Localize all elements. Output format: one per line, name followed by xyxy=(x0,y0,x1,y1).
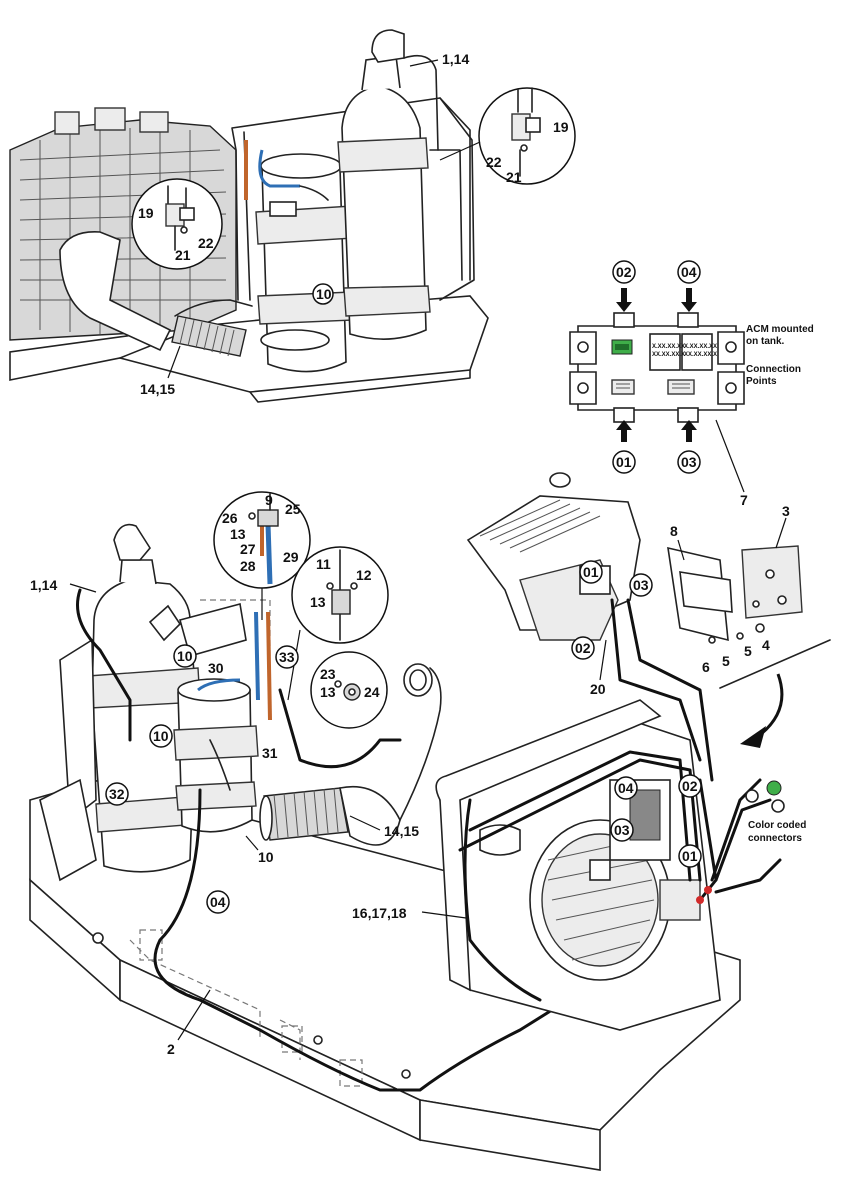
callout-10-b: 10 xyxy=(153,728,169,744)
callout-10-top: 10 xyxy=(316,286,332,302)
separator-line xyxy=(719,639,831,689)
callout-20: 20 xyxy=(590,681,606,697)
callout-10-a: 10 xyxy=(177,648,193,664)
callout-13a: 13 xyxy=(230,526,246,542)
acm-label-4: XX.XX.XX.X xyxy=(684,352,717,358)
housing-port-01: 01 xyxy=(682,848,698,864)
callout-16-17-18: 16,17,18 xyxy=(352,905,407,921)
housing-port-02: 02 xyxy=(682,778,698,794)
callout-32: 32 xyxy=(109,786,125,802)
top-view-callouts: 1,14 19 22 21 19 21 22 10 14,15 xyxy=(138,51,569,397)
callout-31: 31 xyxy=(262,745,278,761)
callout-6: 6 xyxy=(702,659,710,675)
callout-19-right: 19 xyxy=(553,119,569,135)
callout-11: 11 xyxy=(316,556,331,572)
acm-note-line-3: Connection xyxy=(746,364,801,375)
bracket-port-02: 02 xyxy=(575,640,591,656)
callout-27: 27 xyxy=(240,541,256,557)
callout-4: 4 xyxy=(762,637,770,653)
callout-33: 33 xyxy=(279,649,295,665)
callout-04-bottom: 04 xyxy=(210,894,226,910)
callout-24: 24 xyxy=(364,684,380,700)
callout-1-14-bottom: 1,14 xyxy=(30,577,57,593)
callout-22-left: 22 xyxy=(198,235,214,251)
callout-21-right: 21 xyxy=(506,169,522,185)
callout-21-left: 21 xyxy=(175,247,191,263)
acm-note-line-4: Points xyxy=(746,376,777,387)
callout-25: 25 xyxy=(285,501,301,517)
acm-label-1: X.XX.XX.XX xyxy=(652,344,685,350)
bracket-port-01: 01 xyxy=(583,564,599,580)
bottom-dpf-tank xyxy=(173,599,271,833)
callout-19-left: 19 xyxy=(138,205,154,221)
callout-9: 9 xyxy=(265,492,273,508)
bottom-chassis xyxy=(29,779,741,1171)
bottom-radiator-housing xyxy=(435,699,721,1031)
acm-port-04: 04 xyxy=(681,264,697,280)
callout-22-right: 22 xyxy=(486,154,502,170)
callout-26: 26 xyxy=(222,510,238,526)
zoom-circle-top-left xyxy=(131,178,223,270)
callout-2: 2 xyxy=(167,1041,175,1057)
zoom-circle-11-12 xyxy=(291,546,389,644)
callout-7: 7 xyxy=(740,492,748,508)
direction-arrow xyxy=(755,673,784,740)
acm-label-2: XX.XX.XX.X xyxy=(652,352,685,358)
acm-label-3: X.XX.XX.XX xyxy=(684,344,717,350)
zoom-circle-23-24 xyxy=(310,651,388,729)
acm-port-03: 03 xyxy=(681,454,697,470)
color-coded-note-2: connectors xyxy=(748,833,802,844)
callout-30: 30 xyxy=(208,660,224,676)
callout-13b: 13 xyxy=(310,594,326,610)
callout-3: 3 xyxy=(782,503,790,519)
acm-port-02: 02 xyxy=(616,264,632,280)
bottom-tall-tank xyxy=(39,523,201,882)
bottom-callouts: 1,14 9 25 26 13 27 28 29 11 12 13 33 2 3 … xyxy=(30,492,806,1057)
callout-10-c: 10 xyxy=(258,849,274,865)
callout-29: 29 xyxy=(283,549,299,565)
housing-port-03: 03 xyxy=(614,822,630,838)
callout-14-15-bottom: 14,15 xyxy=(384,823,419,839)
zoom-circle-9-25 xyxy=(213,491,311,589)
top-engine-assembly xyxy=(9,29,489,403)
callout-5a: 5 xyxy=(744,643,752,659)
zoom-circle-top-right xyxy=(478,87,576,185)
acm-note-line-2: on tank. xyxy=(746,336,785,347)
bracket-callouts: 3 8 4 5 5 6 01 03 02 20 xyxy=(571,503,790,697)
acm-note-line-1: ACM mounted xyxy=(746,324,814,335)
callout-1-14: 1,14 xyxy=(442,51,469,67)
callout-12: 12 xyxy=(356,567,372,583)
engine-detail-lines xyxy=(19,107,227,334)
acm-port-01: 01 xyxy=(616,454,632,470)
bottom-flex-pipe xyxy=(259,663,442,846)
acm-module: X.XX.XX.XX XX.XX.XX.X X.XX.XX.XX XX.XX.X… xyxy=(569,312,745,423)
housing-port-04: 04 xyxy=(618,780,634,796)
callout-14-15-top: 14,15 xyxy=(140,381,175,397)
bracket-port-03: 03 xyxy=(633,577,649,593)
bracket-manifold-assembly xyxy=(466,472,803,782)
callout-23: 23 xyxy=(320,666,336,682)
color-coded-note-1: Color coded xyxy=(748,820,806,831)
callout-13c: 13 xyxy=(320,684,336,700)
acm-port-arrows: 02 04 01 03 xyxy=(612,260,701,474)
callout-28: 28 xyxy=(240,558,256,574)
callout-5b: 5 xyxy=(722,653,730,669)
callout-8: 8 xyxy=(670,523,678,539)
